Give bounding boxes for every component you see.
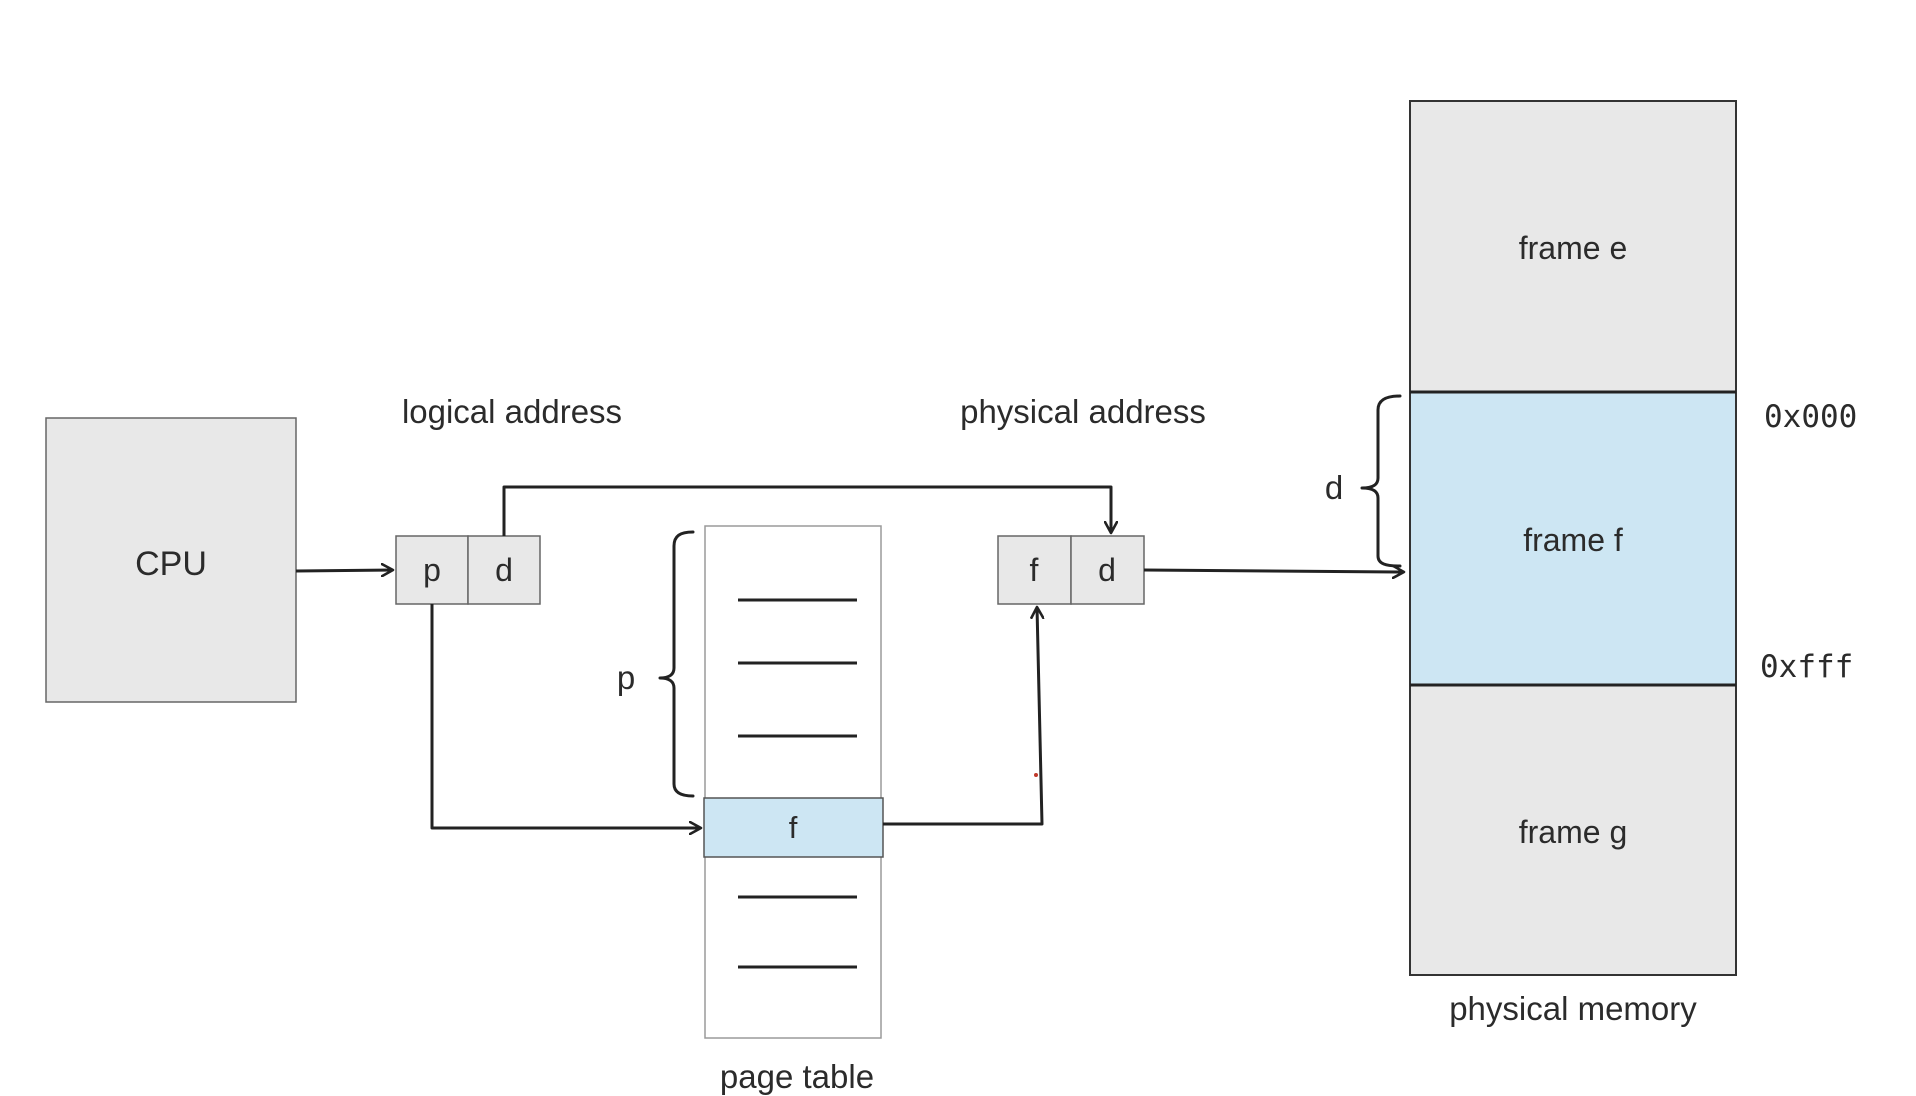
frame-e-label: frame e <box>1519 230 1627 266</box>
page-table-entry-f-label: f <box>789 810 798 845</box>
page-index-brace <box>658 530 695 798</box>
page-lookup-arrow <box>430 604 701 828</box>
physical-memory-caption: physical memory <box>1449 990 1697 1027</box>
page-table: f <box>703 525 884 1039</box>
frame-f-label: frame f <box>1523 522 1623 558</box>
cpu-box: CPU <box>45 417 297 703</box>
logical-address-p-cell <box>395 535 469 605</box>
frame-g-label: frame g <box>1519 814 1627 850</box>
physical-address-d-cell <box>1070 535 1145 605</box>
logical-address-caption: logical address <box>402 393 622 430</box>
physical-address-f-label: f <box>1030 552 1039 588</box>
cpu-to-logical-arrow <box>295 570 393 571</box>
page-index-brace-label: p <box>617 659 635 696</box>
logical-address-d-label: d <box>495 552 513 588</box>
cpu-label: CPU <box>135 545 207 583</box>
page-table-caption: page table <box>720 1058 874 1095</box>
physical-address-d-label: d <box>1098 552 1116 588</box>
address-start-label: 0x000 <box>1764 399 1857 435</box>
address-end-label: 0xfff <box>1760 649 1853 685</box>
offset-copy-arrow <box>502 485 1111 536</box>
physical-memory: frame e frame f frame g <box>1409 100 1737 976</box>
frame-e <box>1409 100 1737 393</box>
frame-g <box>1409 684 1737 976</box>
offset-brace-label: d <box>1325 469 1343 506</box>
offset-brace <box>1360 394 1402 568</box>
page-table-highlighted-entry <box>703 797 884 858</box>
physical-to-memory-arrow <box>1143 570 1404 572</box>
logical-address-register: p d <box>395 535 541 605</box>
physical-address-caption: physical address <box>960 393 1206 430</box>
logical-address-p-label: p <box>423 552 441 588</box>
frame-number-arrow <box>883 607 1042 826</box>
physical-address-register: f d <box>997 535 1145 605</box>
marker-dot <box>1034 773 1038 777</box>
